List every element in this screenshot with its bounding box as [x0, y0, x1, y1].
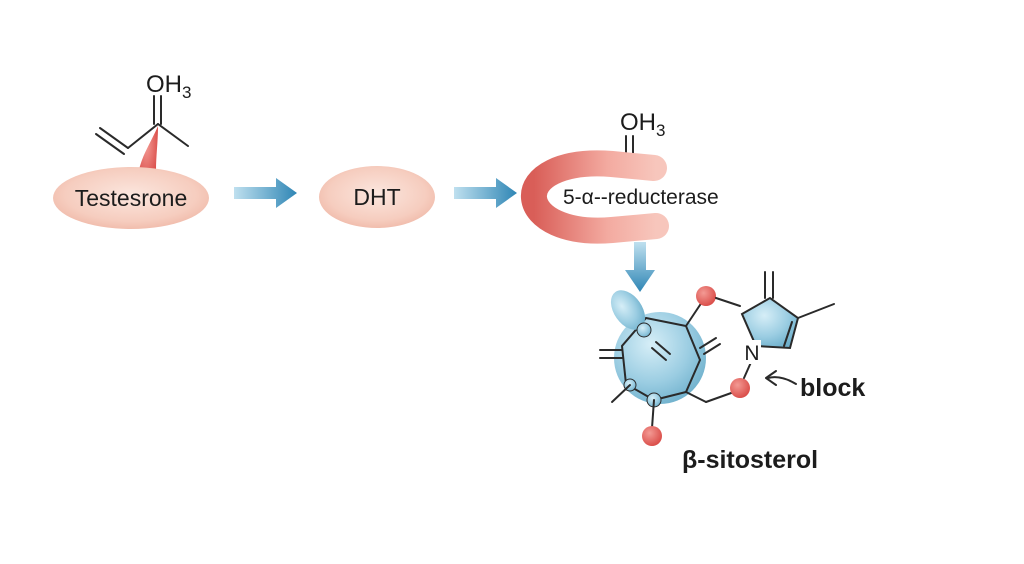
block-arrow — [767, 376, 797, 385]
arrow-dht-to-enzyme — [454, 178, 517, 208]
enzyme-label: 5-α--reducterase — [563, 186, 719, 209]
arrow-enzyme-to-inhibitor — [625, 242, 655, 292]
dht-label: DHT — [353, 184, 400, 210]
molecule-core-sphere — [614, 312, 706, 404]
oxygen-atom-right — [730, 378, 750, 398]
testosterone-label: Testesrone — [75, 185, 188, 211]
enzyme-structure: OH3 — [620, 109, 665, 161]
sitosterol-molecule: N — [599, 271, 835, 446]
formula-oh3-left: OH3 — [146, 71, 191, 102]
dht-node — [319, 166, 435, 228]
molecule-lobe — [610, 290, 646, 330]
sitosterol-label: β-sitosterol — [682, 446, 818, 474]
binding-droplet — [138, 126, 158, 181]
testosterone-structure: OH3 — [95, 71, 191, 181]
formula-oh3-right: OH3 — [620, 109, 665, 140]
block-arrowhead — [765, 370, 777, 386]
oxygen-atom-top — [696, 286, 716, 306]
enzyme-c-shape — [521, 150, 669, 244]
testosterone-node — [53, 167, 209, 229]
block-label: block — [800, 374, 865, 402]
arrow-testosterone-to-dht — [234, 178, 297, 208]
nitrogen-atom-label: N — [744, 342, 759, 365]
oxygen-atom-bottom — [642, 426, 662, 446]
pyrrole-ring — [742, 298, 798, 348]
